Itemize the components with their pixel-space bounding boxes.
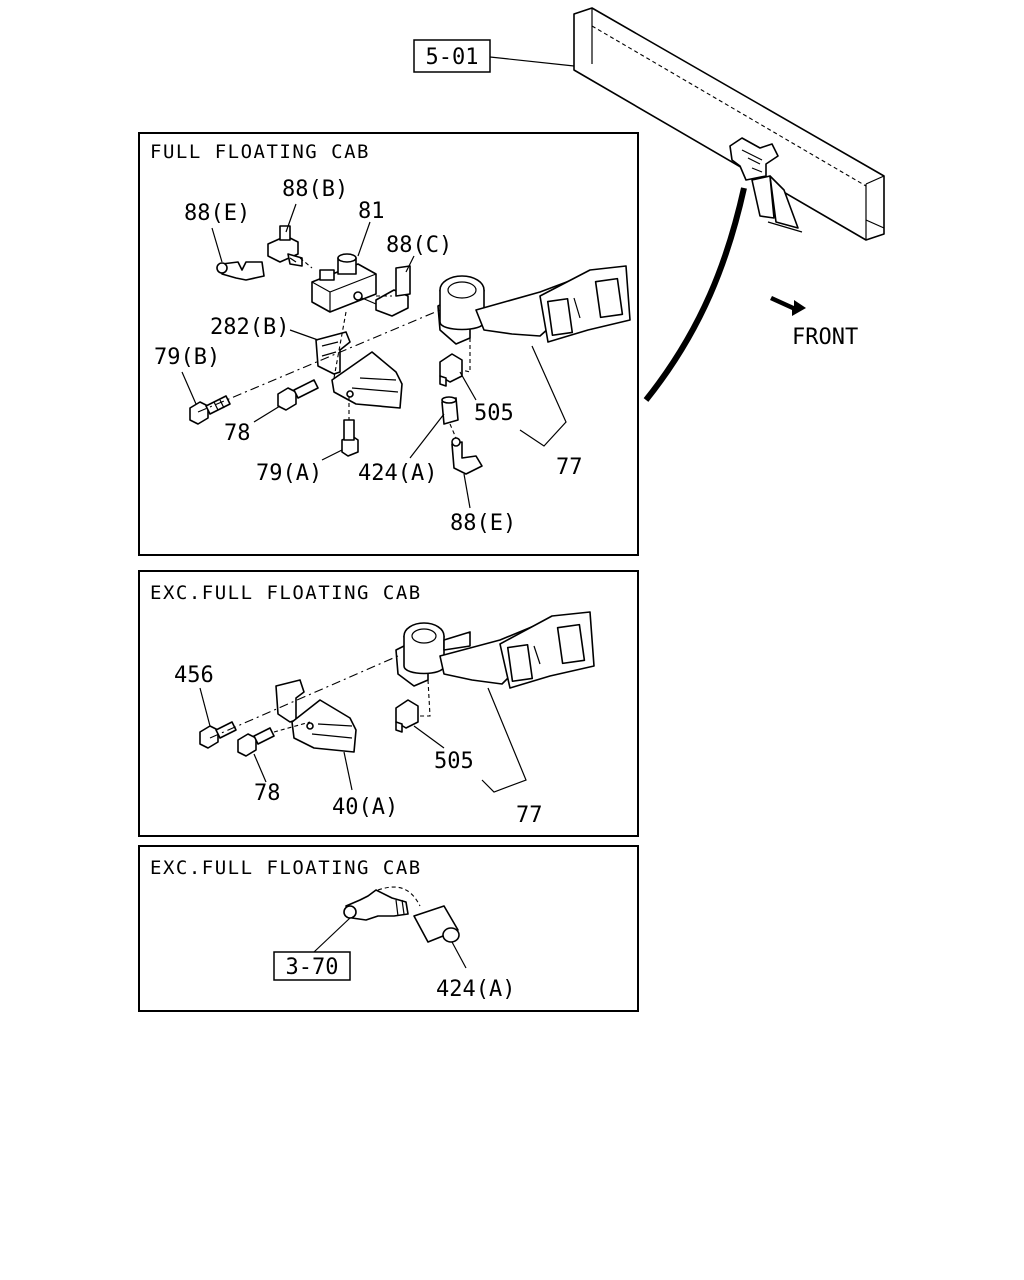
label-81: 81 [358, 199, 385, 224]
leader-79a [321, 449, 343, 461]
label-79b: 79(B) [154, 345, 220, 370]
bracket-40a-p2 [275, 679, 357, 753]
label-424a-p1: 424(A) [358, 461, 437, 486]
ref-box-5-01[interactable]: 5-01 [413, 39, 491, 73]
elbow-hose-3-70 [343, 889, 409, 921]
leader-456 [199, 687, 211, 727]
panel-exc-full-floating-cab-2 [138, 845, 639, 1012]
label-88c: 88(C) [386, 233, 452, 258]
sleeve-424a-p1 [441, 396, 459, 425]
cross-member-77-p1 [437, 265, 631, 345]
label-424a-p3: 424(A) [436, 977, 515, 1002]
dash-axis-p2 [209, 655, 399, 739]
leader-78-p2 [253, 753, 267, 783]
leader-282b [289, 329, 319, 341]
frame-bracket [729, 137, 803, 233]
dash-link-p3 [377, 886, 421, 907]
label-40a: 40(A) [332, 795, 398, 820]
leader-79b [181, 371, 197, 405]
panel-title: FULL FLOATING CAB [150, 141, 370, 163]
elbow-88e-bottom [451, 437, 483, 475]
elbow-88e-top [216, 261, 265, 281]
leader-424a-p3 [451, 941, 467, 969]
leader-81 [357, 221, 371, 257]
leader-505-p1 [459, 371, 477, 401]
dash-links-p2 [273, 679, 431, 733]
ref-label-5-01: 5-01 [426, 45, 479, 70]
leader-78-p1 [253, 405, 281, 423]
front-label: FRONT [792, 325, 858, 350]
bolt-79b [189, 395, 231, 425]
label-77-p2: 77 [516, 803, 543, 828]
bolt-78-p1 [277, 379, 319, 411]
panel-full-floating-cab [138, 132, 639, 556]
panel-exc-full-floating-cab-1 [138, 570, 639, 837]
leader-77-p1 [519, 345, 567, 447]
sleeve-424a-p3 [413, 905, 460, 943]
label-78-p2: 78 [254, 781, 281, 806]
label-88e-bottom: 88(E) [450, 511, 516, 536]
panel-title: EXC.FULL FLOATING CAB [150, 857, 422, 879]
ref-box-3-70[interactable]: 3-70 [273, 951, 351, 981]
leader-5-01 [489, 56, 575, 67]
dash-links-p1 [299, 257, 471, 439]
elbow-505-p2 [395, 699, 419, 733]
leader-88b [285, 203, 297, 233]
switch-81 [311, 253, 377, 313]
leader-88e-top [211, 227, 223, 263]
bolt-78-p2 [237, 727, 275, 757]
leader-424a-p1 [409, 413, 445, 459]
panel-title: EXC.FULL FLOATING CAB [150, 582, 422, 604]
cross-member-77-p2 [395, 611, 595, 689]
label-505-p1: 505 [474, 401, 514, 426]
dash-axis-p1 [197, 309, 441, 413]
label-505-p2: 505 [434, 749, 474, 774]
label-88e-top: 88(E) [184, 201, 250, 226]
link-curve [643, 187, 747, 402]
ref-label-3-70: 3-70 [286, 955, 339, 980]
label-282b: 282(B) [210, 315, 289, 340]
label-78-p1: 78 [224, 421, 251, 446]
elbow-505-p1 [439, 353, 463, 387]
leader-88c [405, 255, 415, 273]
leader-3-70 [313, 917, 351, 953]
label-88b: 88(B) [282, 177, 348, 202]
connector-88c [361, 265, 411, 317]
frame-rail [573, 7, 885, 241]
leader-88e-bottom [463, 473, 471, 509]
label-79a: 79(A) [256, 461, 322, 486]
leader-40a [343, 751, 353, 791]
tee-88b [267, 225, 303, 267]
leader-505-p2 [413, 725, 445, 749]
label-456: 456 [174, 663, 214, 688]
front-arrow-icon [770, 296, 806, 316]
bolt-79a [341, 419, 359, 457]
label-77-p1: 77 [556, 455, 583, 480]
leader-77-p2 [481, 687, 527, 793]
bracket-40a-p1 [331, 351, 403, 409]
bracket-282b [315, 331, 351, 375]
